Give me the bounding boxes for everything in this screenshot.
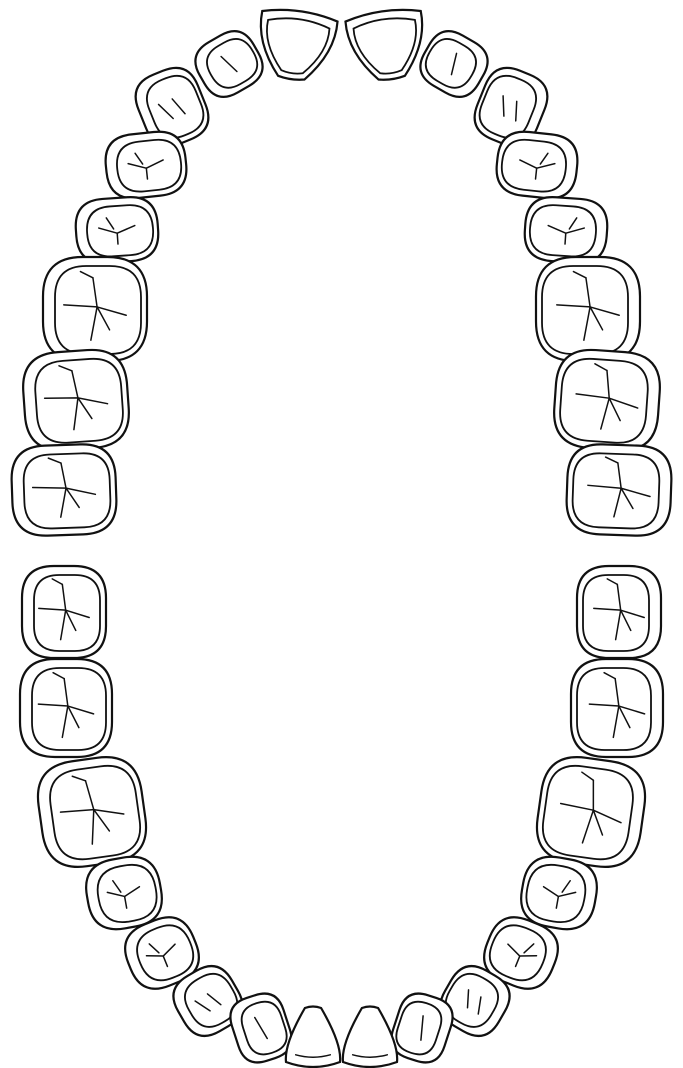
tooth-lower-right-second-molar bbox=[20, 659, 112, 757]
tooth-upper-left-central-incisor bbox=[345, 6, 430, 84]
tooth-lower-right-first-molar bbox=[33, 752, 151, 871]
tooth-upper-right-first-molar bbox=[43, 257, 147, 361]
tooth-upper-left-second-molar bbox=[552, 347, 663, 452]
tooth-groove bbox=[565, 233, 566, 244]
tooth-outline bbox=[21, 347, 132, 452]
lower-arch bbox=[20, 566, 663, 1068]
tooth-lower-left-central-incisor bbox=[343, 1007, 397, 1068]
tooth-lower-left-second-molar bbox=[571, 659, 663, 757]
tooth-upper-left-first-molar bbox=[536, 257, 640, 361]
tooth-lower-left-first-molar bbox=[532, 752, 650, 871]
tooth-outline bbox=[494, 129, 580, 201]
tooth-upper-right-second-premolar bbox=[74, 195, 160, 265]
tooth-outline bbox=[552, 347, 663, 452]
tooth-upper-right-first-premolar bbox=[103, 129, 189, 201]
tooth-upper-right-central-incisor bbox=[253, 6, 338, 84]
tooth-upper-left-first-premolar bbox=[494, 129, 580, 201]
tooth-lower-right-central-incisor bbox=[286, 1007, 340, 1068]
tooth-upper-right-second-molar bbox=[21, 347, 132, 452]
tooth-outline bbox=[103, 129, 189, 201]
upper-arch bbox=[10, 6, 672, 537]
tooth-upper-left-third-molar bbox=[565, 443, 672, 537]
tooth-upper-right-third-molar bbox=[10, 443, 117, 537]
tooth-lower-left-third-molar bbox=[577, 566, 661, 658]
tooth-lower-right-third-molar bbox=[22, 566, 106, 658]
tooth-groove bbox=[117, 233, 118, 244]
tooth-upper-left-second-premolar bbox=[523, 195, 609, 265]
